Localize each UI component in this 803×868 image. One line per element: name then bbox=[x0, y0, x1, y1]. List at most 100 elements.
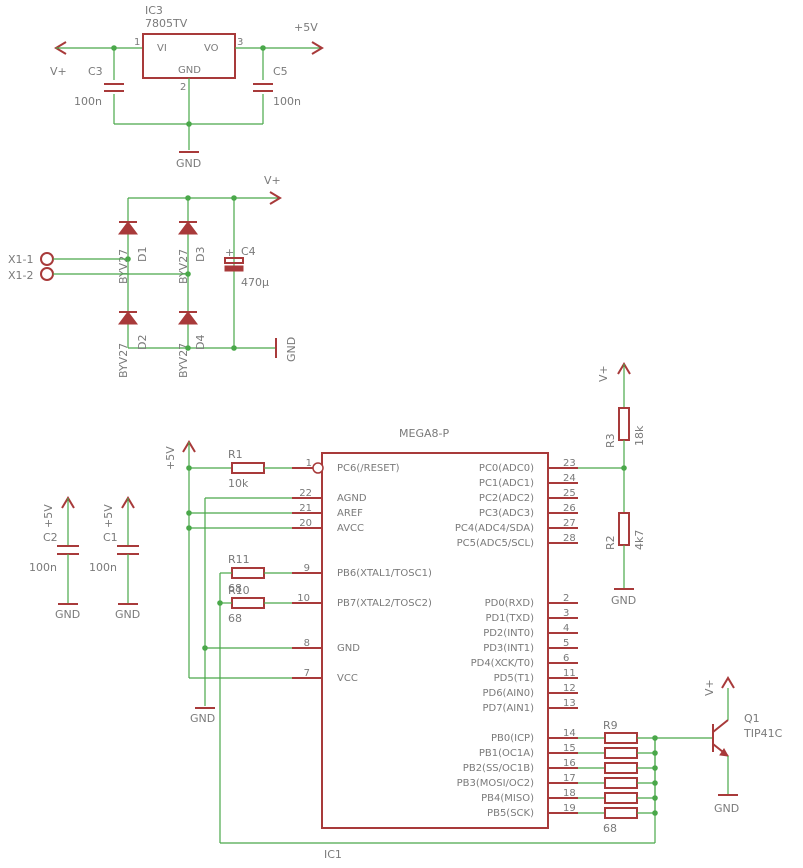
svg-text:PB7(XTAL2/TOSC2): PB7(XTAL2/TOSC2) bbox=[337, 598, 432, 609]
svg-text:PB5(SCK): PB5(SCK) bbox=[487, 808, 534, 819]
svg-text:PD6(AIN0): PD6(AIN0) bbox=[482, 688, 534, 699]
c4-polarity: + bbox=[225, 246, 234, 259]
mcu-right-pin-18: 18 PB4(MISO) bbox=[481, 788, 578, 804]
d4-value: BYV27 bbox=[177, 343, 190, 378]
vplus-rectifier-arrow bbox=[269, 191, 282, 205]
mcu-right-pin-13: 13 PD7(AIN1) bbox=[482, 698, 578, 714]
ic3-pin1-num: 1 bbox=[134, 37, 140, 48]
mcu-section: MEGA8-P IC1 1 PC6(/RESET) 22 AGND 21 ARE… bbox=[292, 427, 578, 861]
svg-text:8: 8 bbox=[304, 638, 310, 649]
d3-name: D3 bbox=[194, 247, 207, 262]
vplus-q1-arrow bbox=[721, 676, 735, 689]
svg-text:22: 22 bbox=[299, 488, 312, 499]
c3-value: 100n bbox=[74, 95, 102, 108]
mcu-right-pin-19: 19 PB5(SCK) bbox=[487, 803, 578, 819]
vplus-label-rectifier: V+ bbox=[264, 174, 281, 187]
svg-text:PD5(T1): PD5(T1) bbox=[494, 673, 534, 684]
svg-text:9: 9 bbox=[304, 563, 310, 574]
mcu-left-pin-8: 8 GND bbox=[292, 638, 360, 654]
c1-supply-label: +5V bbox=[102, 504, 115, 528]
mcu-left-nets: +5V R1 10k GND R11 68 R10 68 bbox=[164, 440, 656, 844]
svg-text:AREF: AREF bbox=[337, 508, 363, 519]
mcu-left-pin-22: 22 AGND bbox=[292, 488, 367, 504]
mcu-left-pin-21: 21 AREF bbox=[292, 503, 363, 519]
mcu-right-pins: 23PC0(ADC0)24PC1(ADC1)25PC2(ADC2)26PC3(A… bbox=[455, 458, 578, 819]
c3-name: C3 bbox=[88, 65, 103, 78]
c1-name: C1 bbox=[103, 531, 118, 544]
svg-text:23: 23 bbox=[563, 458, 576, 469]
svg-text:13: 13 bbox=[563, 698, 576, 709]
mcu-right-pin-2: 2 PD0(RXD) bbox=[485, 593, 578, 609]
x1-2-terminal bbox=[40, 267, 54, 281]
d2-value: BYV27 bbox=[117, 343, 130, 378]
r11-value: 68 bbox=[228, 582, 242, 595]
d2-name: D2 bbox=[136, 335, 149, 350]
c5-name: C5 bbox=[273, 65, 288, 78]
mcu-left-pin-10: 10 PB7(XTAL2/TOSC2) bbox=[292, 593, 432, 609]
svg-text:VCC: VCC bbox=[337, 673, 358, 684]
svg-text:2: 2 bbox=[563, 593, 569, 604]
mcu-left-pin-20: 20 AVCC bbox=[292, 518, 364, 534]
svg-text:PB0(ICP): PB0(ICP) bbox=[491, 733, 534, 744]
ic3-pin-vi: VI bbox=[157, 43, 167, 54]
c2-gnd-label: GND bbox=[55, 608, 80, 621]
c1-gnd-label: GND bbox=[115, 608, 140, 621]
c4-plate-negative bbox=[224, 265, 244, 272]
c2-name: C2 bbox=[43, 531, 58, 544]
svg-text:17: 17 bbox=[563, 773, 576, 784]
ic3-pin2-num: 2 bbox=[180, 82, 186, 93]
ic3-value: 7805TV bbox=[145, 17, 188, 30]
svg-text:PD1(TXD): PD1(TXD) bbox=[485, 613, 534, 624]
vplus-label-divider: V+ bbox=[597, 365, 610, 382]
d1-value: BYV27 bbox=[117, 249, 130, 284]
rectifier-section: V+ GND D1 BYV27 D3 BYV27 D2 BYV27 D4 BYV… bbox=[8, 174, 298, 378]
svg-text:PB1(OC1A): PB1(OC1A) bbox=[479, 748, 534, 759]
output-resistor-body bbox=[604, 777, 638, 789]
svg-text:PB4(MISO): PB4(MISO) bbox=[481, 793, 534, 804]
svg-text:AGND: AGND bbox=[337, 493, 367, 504]
r9-value: 68 bbox=[603, 822, 617, 835]
d1-diode-symbol bbox=[118, 221, 138, 235]
c4-value: 470µ bbox=[241, 276, 269, 289]
r3-value: 18k bbox=[633, 425, 646, 446]
svg-text:PB3(MOSI/OC2): PB3(MOSI/OC2) bbox=[457, 778, 535, 789]
output-resistor-body bbox=[604, 792, 638, 804]
c4-plate-positive bbox=[224, 257, 244, 264]
svg-text:PD4(XCK/T0): PD4(XCK/T0) bbox=[471, 658, 534, 669]
r2-value: 4k7 bbox=[633, 530, 646, 550]
svg-text:PC2(ADC2): PC2(ADC2) bbox=[479, 493, 534, 504]
output-resistor-body bbox=[604, 732, 638, 744]
svg-text:PD0(RXD): PD0(RXD) bbox=[485, 598, 534, 609]
c2-value: 100n bbox=[29, 561, 57, 574]
mcu-title: MEGA8-P bbox=[399, 427, 449, 440]
svg-text:PC5(ADC5/SCL): PC5(ADC5/SCL) bbox=[457, 538, 534, 549]
svg-text:5: 5 bbox=[563, 638, 569, 649]
vplus-label-q1: V+ bbox=[703, 679, 716, 696]
q1-value: TIP41C bbox=[743, 727, 783, 740]
mcu-right-pin-11: 11 PD5(T1) bbox=[494, 668, 578, 684]
svg-text:18: 18 bbox=[563, 788, 576, 799]
svg-text:PD7(AIN1): PD7(AIN1) bbox=[482, 703, 534, 714]
reset-inverter-bubble bbox=[312, 462, 324, 474]
c5-value: 100n bbox=[273, 95, 301, 108]
r1-value: 10k bbox=[228, 477, 249, 490]
ic3-name: IC3 bbox=[145, 4, 163, 17]
d2-diode-symbol bbox=[118, 311, 138, 325]
svg-text:11: 11 bbox=[563, 668, 576, 679]
mcu-left-pin-7: 7 VCC bbox=[292, 668, 358, 684]
svg-text:28: 28 bbox=[563, 533, 576, 544]
r1-name: R1 bbox=[228, 448, 243, 461]
svg-text:4: 4 bbox=[563, 623, 569, 634]
svg-text:19: 19 bbox=[563, 803, 576, 814]
r10-body bbox=[231, 597, 265, 609]
svg-text:12: 12 bbox=[563, 683, 576, 694]
